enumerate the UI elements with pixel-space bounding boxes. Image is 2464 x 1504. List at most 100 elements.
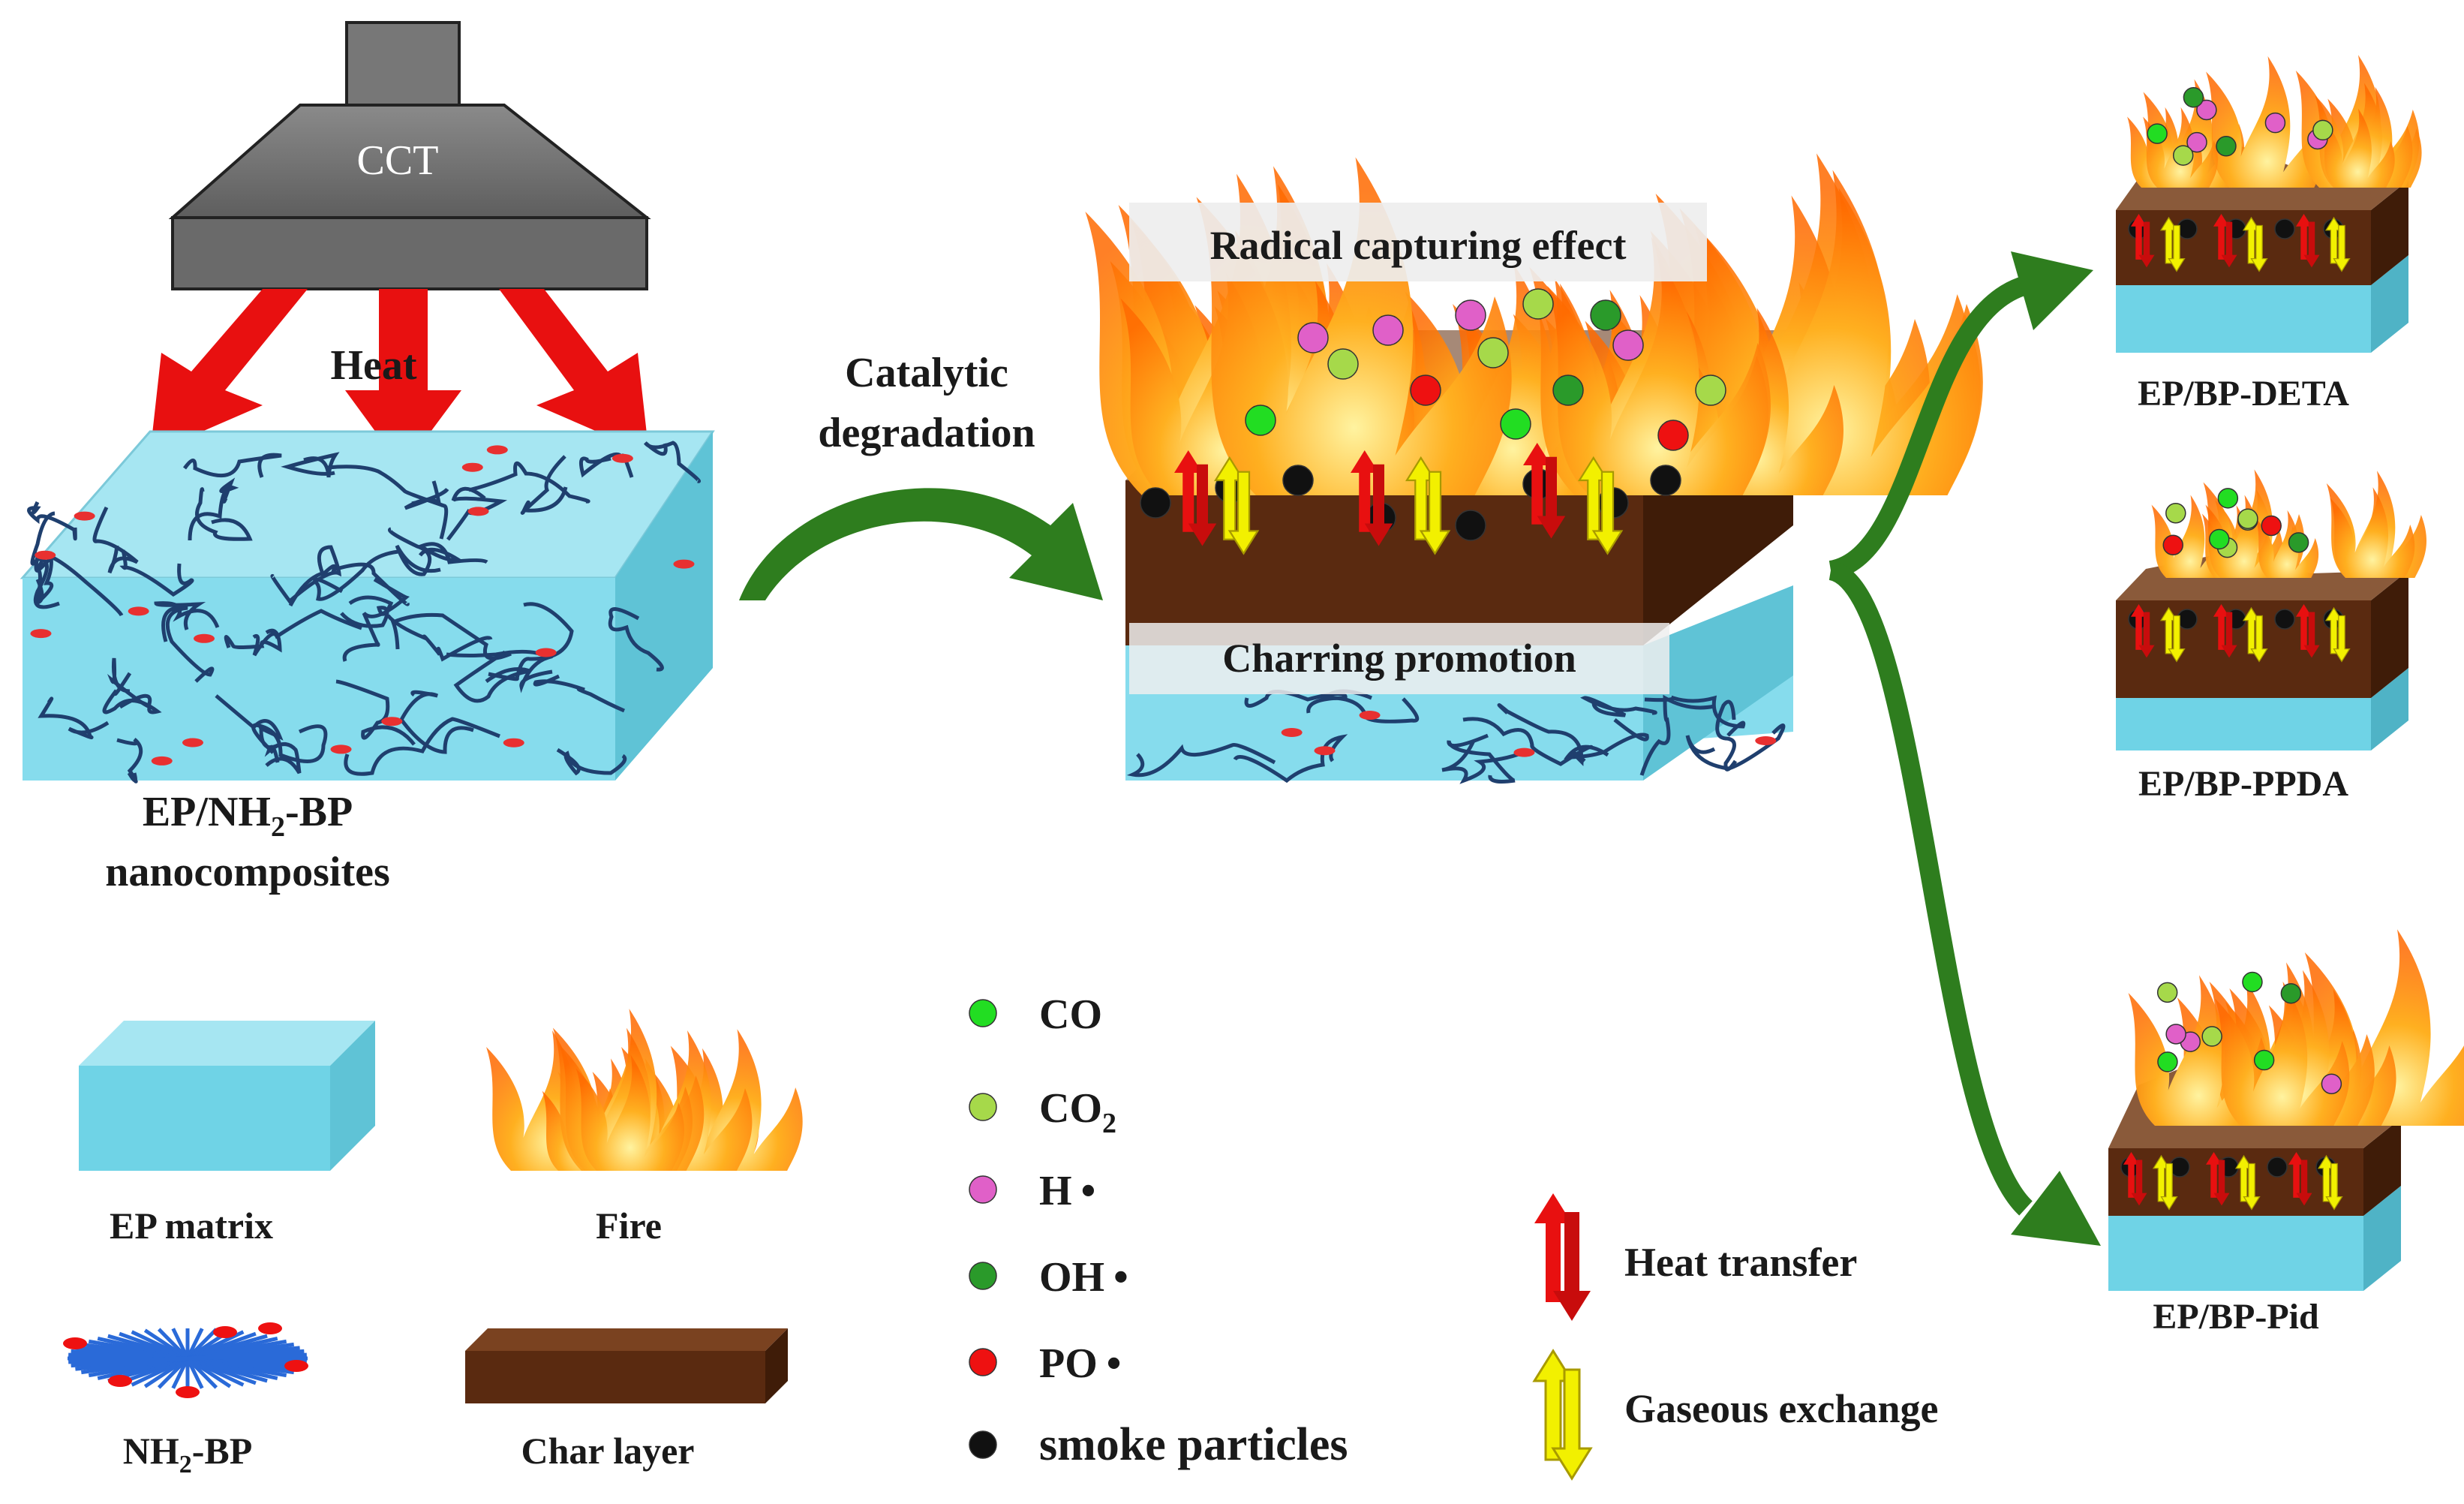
transfer-arrow [1405,456,1451,555]
result-ep-bp-deta: EP/BP-DETA [2116,55,2422,414]
gas-particle [1612,329,1644,361]
gas-particle [2169,1157,2190,1178]
network-strand [342,577,410,662]
network-strand [608,607,664,672]
gas-particle [1282,465,1314,496]
gas-particle [1140,487,1171,519]
hood-label: CCT [357,137,439,184]
transfer-arrow [2234,1154,2261,1211]
branch-arrows [1827,275,2033,1216]
bp-amine-group [213,1326,237,1338]
network-strand [488,602,574,681]
branch-arrow-top-head [2011,251,2093,330]
network-strand [154,601,220,630]
bp-flake [503,738,524,747]
network-strand [416,542,488,564]
radical-label: Radical capturing effect [1210,223,1627,268]
block-side [615,432,713,781]
transfer-arrow [2242,216,2268,272]
gas-particle [1327,348,1359,380]
network-strand [1639,694,1715,776]
bp-flake [1314,746,1336,756]
species-marker [969,1430,997,1459]
flame [2330,487,2415,578]
legend-nh2bp: NH2-BP [63,1322,308,1478]
transfer-arrow [2123,1152,2147,1206]
process-label-line1: Catalytic [845,350,1008,396]
network-strand [1644,695,1746,737]
bp-flake [1755,735,1777,745]
legend-species-0: CO [969,991,1102,1038]
bp-flake [486,445,508,455]
transfer-arrow [2131,604,2155,658]
species-label: smoke particles [1039,1419,1348,1470]
heat-transfer-label: Heat transfer [1624,1240,1857,1285]
species-label: OH• [1039,1254,1128,1301]
network-strand [102,672,162,714]
network-strand [344,717,500,776]
composite-label-line2: nanocomposites [105,849,390,895]
bp-flake [330,744,352,754]
center-particles [1140,288,1726,555]
gas-particle [1372,314,1404,346]
gas-particle [2216,136,2237,157]
bp-flake [381,717,403,726]
transfer-arrow [2242,606,2268,663]
species-label: H• [1039,1168,1095,1214]
network-strand [38,696,110,740]
result-samples: EP/BP-DETA EP/BP-PPDA EP/BP-Pid [2108,55,2464,1337]
legend-species-4: PO• [969,1340,1121,1387]
network-strand [281,452,340,478]
bp-flake [1359,711,1381,720]
transfer-arrow [2317,1154,2343,1211]
result-ep-bp-ppda: EP/BP-PPDA [2116,469,2426,804]
transfer-arrow [2152,1154,2178,1211]
transfer-arrow [2324,216,2351,272]
legend-fire-label: Fire [596,1205,662,1247]
legend-materials: EP matrix Fire NH2-BP Char layer [63,1009,803,1478]
network-strand [1244,690,1348,714]
network-strand [1715,699,1738,772]
gas-exchange-icon [1532,1349,1593,1481]
network-strand [188,477,239,541]
network-strand [27,501,77,541]
process-arrow: Catalytic degradation [739,350,1103,600]
network-strand [386,614,493,662]
transfer-arrow [1351,450,1393,546]
svg-text:NH2-BP: NH2-BP [123,1430,253,1478]
species-marker [969,999,997,1027]
network-strand [556,747,627,776]
gas-particle [1410,374,1441,406]
gas-particle [2196,99,2217,121]
bp-flake [151,756,173,766]
gas-particle [2162,534,2183,556]
result-label: EP/BP-Pid [2153,1297,2319,1337]
gas-particle [2274,218,2295,239]
transfer-arrow [2131,214,2155,268]
network-strand [1126,743,1276,778]
gas-particle [1455,510,1486,541]
legend-transfer: Heat transfer Gaseous exchange [1532,1193,1939,1481]
network-strand [1233,734,1348,784]
gas-particle [2321,1073,2342,1094]
network-strand [92,506,139,574]
branch-arrow-top [1828,275,2030,580]
charring-banner [1129,623,1669,694]
network-strand [468,461,590,504]
bp-flake [30,629,52,639]
heat-arrow-left [150,289,308,454]
gas-particle [2253,1049,2275,1071]
network-strand [327,465,449,540]
transfer-arrow [1213,456,1260,555]
network-strand [35,553,54,605]
bp-flake [535,648,557,657]
gas-particle [1552,374,1584,406]
network-strand [1497,703,1586,766]
species-marker [969,1262,997,1290]
network-strand [533,674,625,713]
bp-flake [1513,747,1535,757]
bp-flake [35,550,56,560]
bp-sheet-line [68,1352,307,1364]
gas-particle [2177,218,2198,239]
